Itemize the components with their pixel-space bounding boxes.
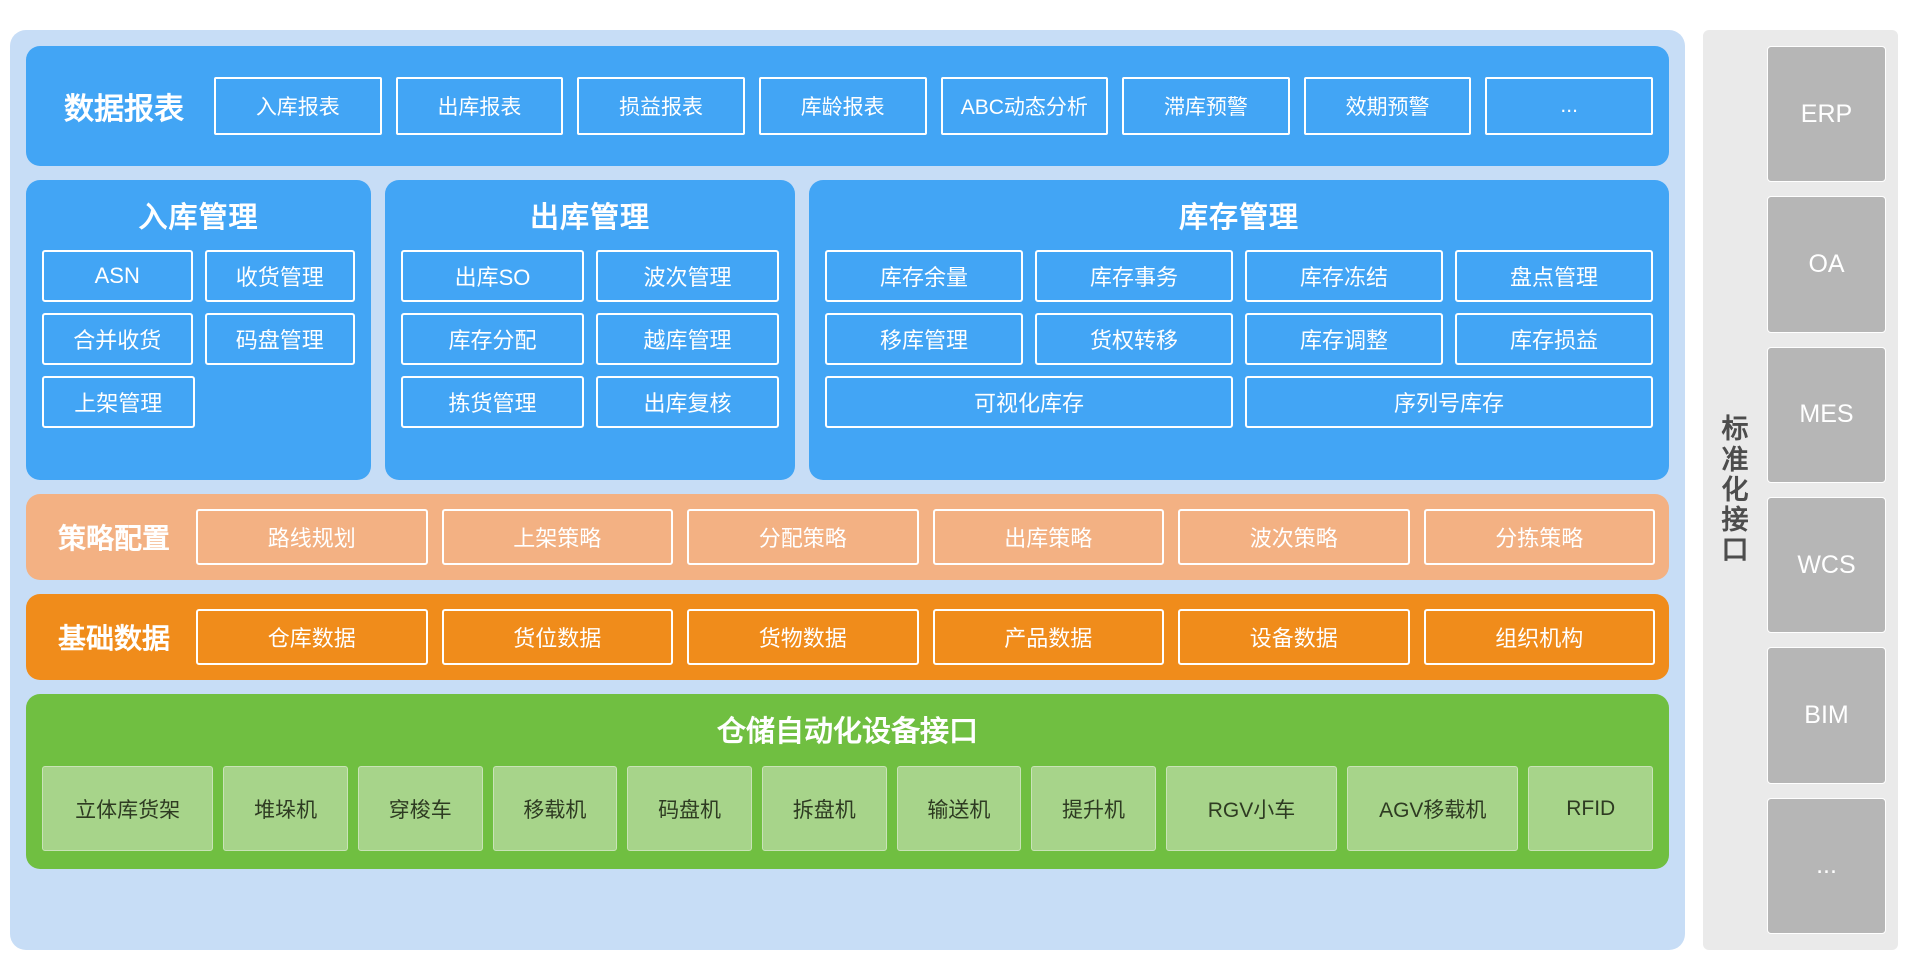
equipment-chip-transfer-machine[interactable]: 移载机 bbox=[492, 766, 618, 851]
strategy-chip-putaway[interactable]: 上架策略 bbox=[441, 509, 674, 565]
inbound-item-receiving[interactable]: 收货管理 bbox=[204, 250, 355, 302]
automation-equipment-title: 仓储自动化设备接口 bbox=[716, 716, 978, 748]
standard-interface-label: 标 准 化 接 口 bbox=[1715, 414, 1755, 565]
equipment-chip-asrs-rack[interactable]: 立体库货架 bbox=[42, 766, 214, 851]
standard-interface-panel: 标 准 化 接 口 ERP OA MES WCS BIM ... bbox=[1703, 30, 1898, 950]
equipment-chip-rgv[interactable]: RGV小车 bbox=[1165, 766, 1338, 851]
outbound-management-title: 出库管理 bbox=[529, 202, 650, 234]
strategy-chip-allocation[interactable]: 分配策略 bbox=[687, 509, 919, 565]
stock-row-2: 移库管理 货权转移 库存调整 库存损益 bbox=[825, 313, 1653, 365]
base-data-band: 基础数据 仓库数据 货位数据 货物数据 产品数据 设备数据 组织机构 bbox=[26, 594, 1669, 680]
automation-equipment-band: 仓储自动化设备接口 立体库货架 堆垛机 穿梭车 移载机 码盘机 拆盘机 输送机 … bbox=[26, 694, 1669, 869]
outbound-management-grid: 出库SO 波次管理 库存分配 越库管理 拣货管理 出库复核 bbox=[401, 250, 779, 464]
stock-row-3: 可视化库存 序列号库存 bbox=[825, 376, 1653, 428]
stock-management-title: 库存管理 bbox=[1178, 202, 1299, 234]
inbound-item-merge-receiving[interactable]: 合并收货 bbox=[42, 313, 193, 365]
report-chip-5[interactable]: 滞库预警 bbox=[1122, 77, 1290, 135]
inbound-item-putaway[interactable]: 上架管理 bbox=[42, 376, 195, 428]
strategy-config-band: 策略配置 路线规划 上架策略 分配策略 出库策略 波次策略 分拣策略 bbox=[26, 494, 1669, 580]
architecture-column: 数据报表 入库报表 出库报表 损益报表 库龄报表 ABC动态分析 滞库预警 效期… bbox=[10, 30, 1685, 950]
standard-interface-label-char-2: 化 bbox=[1721, 474, 1749, 505]
outbound-item-wave[interactable]: 波次管理 bbox=[596, 250, 779, 302]
standard-interface-list: ERP OA MES WCS BIM ... bbox=[1767, 46, 1886, 934]
strategy-chip-route-planning[interactable]: 路线规划 bbox=[196, 509, 428, 565]
inbound-row-3-spacer bbox=[207, 376, 356, 428]
inbound-item-asn[interactable]: ASN bbox=[42, 250, 193, 302]
basedata-chip-equipment[interactable]: 设备数据 bbox=[1178, 609, 1410, 665]
interface-item-bim[interactable]: BIM bbox=[1767, 647, 1886, 784]
outbound-management-panel: 出库管理 出库SO 波次管理 库存分配 越库管理 拣货管理 出库复核 bbox=[385, 180, 795, 480]
stock-item-counting[interactable]: 盘点管理 bbox=[1455, 250, 1653, 302]
equipment-chip-conveyor[interactable]: 输送机 bbox=[896, 766, 1022, 851]
equipment-chip-lifter[interactable]: 提升机 bbox=[1031, 766, 1156, 851]
inbound-row-1: ASN 收货管理 bbox=[42, 250, 355, 302]
standard-interface-label-char-0: 标 bbox=[1721, 414, 1749, 445]
inbound-management-panel: 入库管理 ASN 收货管理 合并收货 码盘管理 上架管理 bbox=[26, 180, 371, 480]
data-reports-title: 数据报表 bbox=[64, 93, 184, 126]
stock-item-freeze[interactable]: 库存冻结 bbox=[1245, 250, 1443, 302]
management-row: 入库管理 ASN 收货管理 合并收货 码盘管理 上架管理 bbox=[26, 180, 1669, 480]
equipment-chip-rfid[interactable]: RFID bbox=[1528, 766, 1654, 851]
stock-item-adjustment[interactable]: 库存调整 bbox=[1245, 313, 1443, 365]
basedata-chip-warehouse[interactable]: 仓库数据 bbox=[196, 609, 428, 665]
interface-item-oa[interactable]: OA bbox=[1767, 196, 1886, 333]
report-chip-0[interactable]: 入库报表 bbox=[214, 77, 382, 135]
standard-interface-label-char-4: 口 bbox=[1721, 535, 1749, 566]
data-reports-band: 数据报表 入库报表 出库报表 损益报表 库龄报表 ABC动态分析 滞库预警 效期… bbox=[26, 46, 1669, 166]
stock-item-visual-inventory[interactable]: 可视化库存 bbox=[825, 376, 1233, 428]
report-chip-3[interactable]: 库龄报表 bbox=[758, 77, 927, 135]
automation-equipment-row: 立体库货架 堆垛机 穿梭车 移载机 码盘机 拆盘机 输送机 提升机 RGV小车 … bbox=[42, 766, 1654, 851]
interface-item-more[interactable]: ... bbox=[1767, 797, 1886, 934]
base-data-title: 基础数据 bbox=[58, 623, 171, 654]
strategy-chip-wave[interactable]: 波次策略 bbox=[1178, 509, 1410, 565]
standard-interface-label-char-3: 接 bbox=[1721, 505, 1749, 536]
basedata-chip-goods[interactable]: 货物数据 bbox=[687, 609, 919, 665]
stock-item-transfer[interactable]: 移库管理 bbox=[825, 313, 1023, 365]
stock-management-panel: 库存管理 库存余量 库存事务 库存冻结 盘点管理 移库管理 货权转移 库存调整 … bbox=[809, 180, 1669, 480]
basedata-chip-product[interactable]: 产品数据 bbox=[932, 609, 1165, 665]
strategy-chip-outbound[interactable]: 出库策略 bbox=[932, 509, 1165, 565]
report-chip-2[interactable]: 损益报表 bbox=[577, 77, 745, 135]
stock-item-ownership-transfer[interactable]: 货权转移 bbox=[1035, 313, 1233, 365]
report-chip-6[interactable]: 效期预警 bbox=[1303, 77, 1472, 135]
inbound-item-palletizing[interactable]: 码盘管理 bbox=[204, 313, 355, 365]
stock-item-profit-loss[interactable]: 库存损益 bbox=[1455, 313, 1653, 365]
report-chip-1[interactable]: 出库报表 bbox=[395, 77, 564, 135]
inbound-management-grid: ASN 收货管理 合并收货 码盘管理 上架管理 bbox=[42, 250, 355, 464]
stock-item-balance[interactable]: 库存余量 bbox=[825, 250, 1023, 302]
basedata-chip-location[interactable]: 货位数据 bbox=[441, 609, 674, 665]
interface-item-mes[interactable]: MES bbox=[1767, 346, 1886, 483]
outbound-row-1: 出库SO 波次管理 bbox=[401, 250, 779, 302]
inbound-row-3: 上架管理 bbox=[42, 376, 355, 428]
outbound-item-so[interactable]: 出库SO bbox=[401, 250, 584, 302]
outbound-row-3: 拣货管理 出库复核 bbox=[401, 376, 779, 428]
stock-item-serial-inventory[interactable]: 序列号库存 bbox=[1245, 376, 1653, 428]
equipment-chip-palletizer[interactable]: 码盘机 bbox=[627, 766, 752, 851]
report-chip-4[interactable]: ABC动态分析 bbox=[940, 77, 1109, 135]
outbound-item-crossdock[interactable]: 越库管理 bbox=[596, 313, 779, 365]
stock-row-1: 库存余量 库存事务 库存冻结 盘点管理 bbox=[825, 250, 1653, 302]
standard-interface-label-char-1: 准 bbox=[1721, 444, 1749, 475]
report-chip-more[interactable]: ... bbox=[1485, 77, 1653, 135]
interface-item-erp[interactable]: ERP bbox=[1767, 46, 1886, 183]
equipment-chip-shuttle[interactable]: 穿梭车 bbox=[357, 766, 483, 851]
strategy-config-title: 策略配置 bbox=[58, 523, 171, 554]
outbound-item-allocation[interactable]: 库存分配 bbox=[401, 313, 584, 365]
equipment-chip-agv[interactable]: AGV移载机 bbox=[1347, 766, 1519, 851]
equipment-chip-stacker-crane[interactable]: 堆垛机 bbox=[223, 766, 348, 851]
equipment-chip-depalletizer[interactable]: 拆盘机 bbox=[761, 766, 887, 851]
inbound-management-title: 入库管理 bbox=[138, 202, 259, 234]
interface-item-wcs[interactable]: WCS bbox=[1767, 496, 1886, 634]
stock-item-transaction[interactable]: 库存事务 bbox=[1035, 250, 1233, 302]
stock-management-grid: 库存余量 库存事务 库存冻结 盘点管理 移库管理 货权转移 库存调整 库存损益 … bbox=[825, 250, 1653, 464]
outbound-row-2: 库存分配 越库管理 bbox=[401, 313, 779, 365]
outbound-item-recheck[interactable]: 出库复核 bbox=[596, 376, 779, 428]
outbound-item-picking[interactable]: 拣货管理 bbox=[401, 376, 584, 428]
inbound-row-2: 合并收货 码盘管理 bbox=[42, 313, 355, 365]
basedata-chip-organization[interactable]: 组织机构 bbox=[1423, 609, 1656, 665]
strategy-chip-sorting[interactable]: 分拣策略 bbox=[1423, 509, 1656, 565]
